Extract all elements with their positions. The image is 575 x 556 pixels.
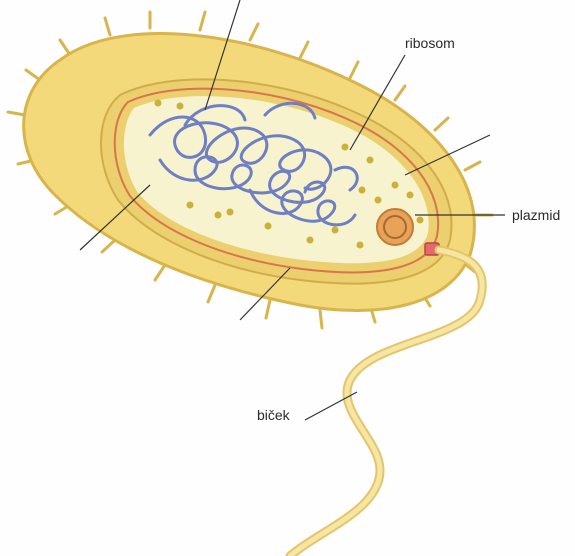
label-plasmid: plazmid	[512, 207, 560, 223]
label-flagellum: biček	[257, 407, 291, 423]
plasmid-ring-icon	[377, 209, 413, 245]
label-ribosome: ribosom	[405, 35, 455, 51]
